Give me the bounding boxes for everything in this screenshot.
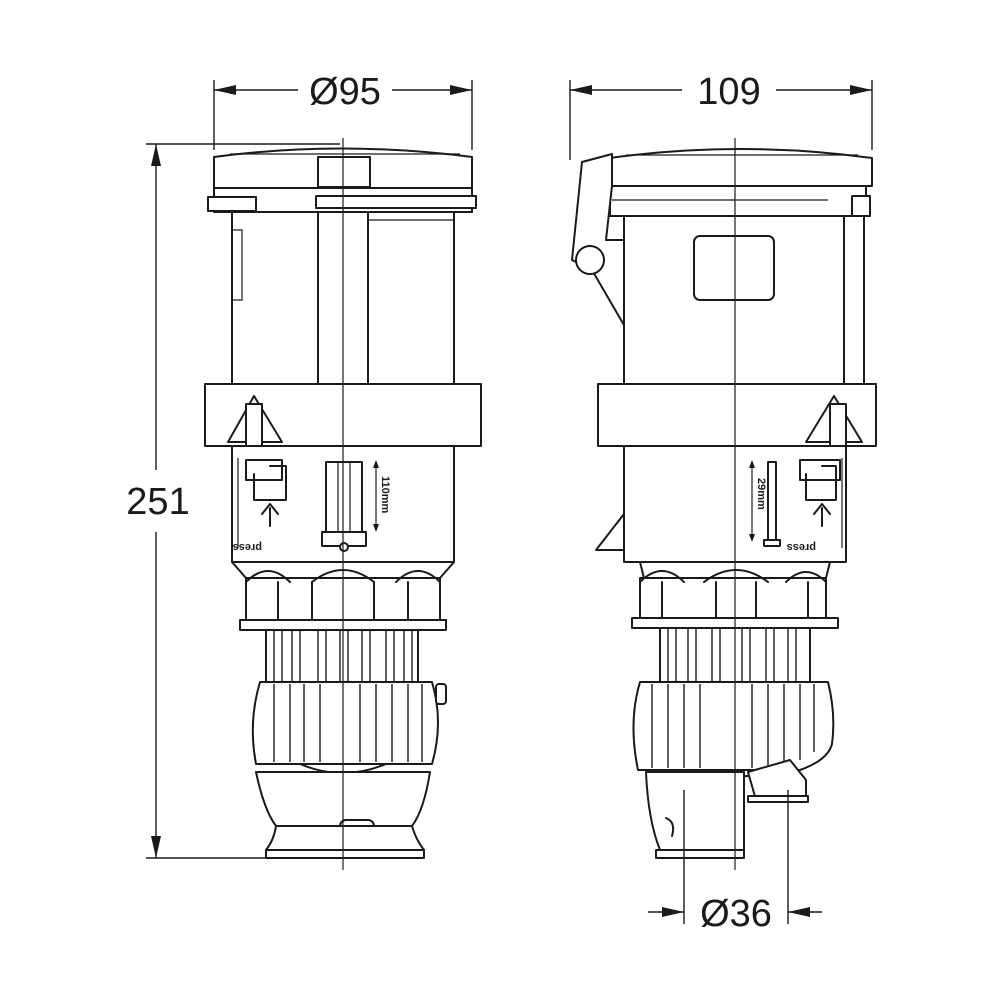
side-fin-lines <box>667 628 797 682</box>
side-cap <box>609 148 873 187</box>
side-hinge-pin <box>575 245 605 275</box>
front-view: press 110mm <box>204 138 482 870</box>
dim-front-diameter: Ø95 <box>213 71 473 150</box>
side-gland <box>645 771 745 851</box>
front-fin-lines <box>273 630 413 682</box>
front-stroke-label: 110mm <box>379 476 391 514</box>
side-grip <box>632 681 835 771</box>
front-cap-center <box>317 156 371 188</box>
front-grip <box>251 681 439 765</box>
side-stroke-label: 29mm <box>755 478 767 510</box>
dim-cable-diameter-label: Ø36 <box>700 893 772 935</box>
dim-cable-diameter: Ø36 <box>648 790 822 935</box>
side-nut <box>639 577 827 619</box>
dim-side-width: 109 <box>569 71 873 160</box>
dim-front-diameter-label: Ø95 <box>309 71 381 113</box>
side-press-label: press <box>787 541 816 553</box>
front-grip-lines <box>273 684 423 762</box>
front-fins <box>265 629 419 683</box>
side-view: press 29mm <box>571 138 877 870</box>
dim-total-height-label: 251 <box>126 481 189 523</box>
side-grip-lines <box>651 684 815 768</box>
side-window <box>693 235 775 301</box>
dim-total-height: 251 <box>126 143 340 859</box>
front-press-label: press <box>233 541 262 553</box>
dim-side-width-label: 109 <box>697 71 760 113</box>
